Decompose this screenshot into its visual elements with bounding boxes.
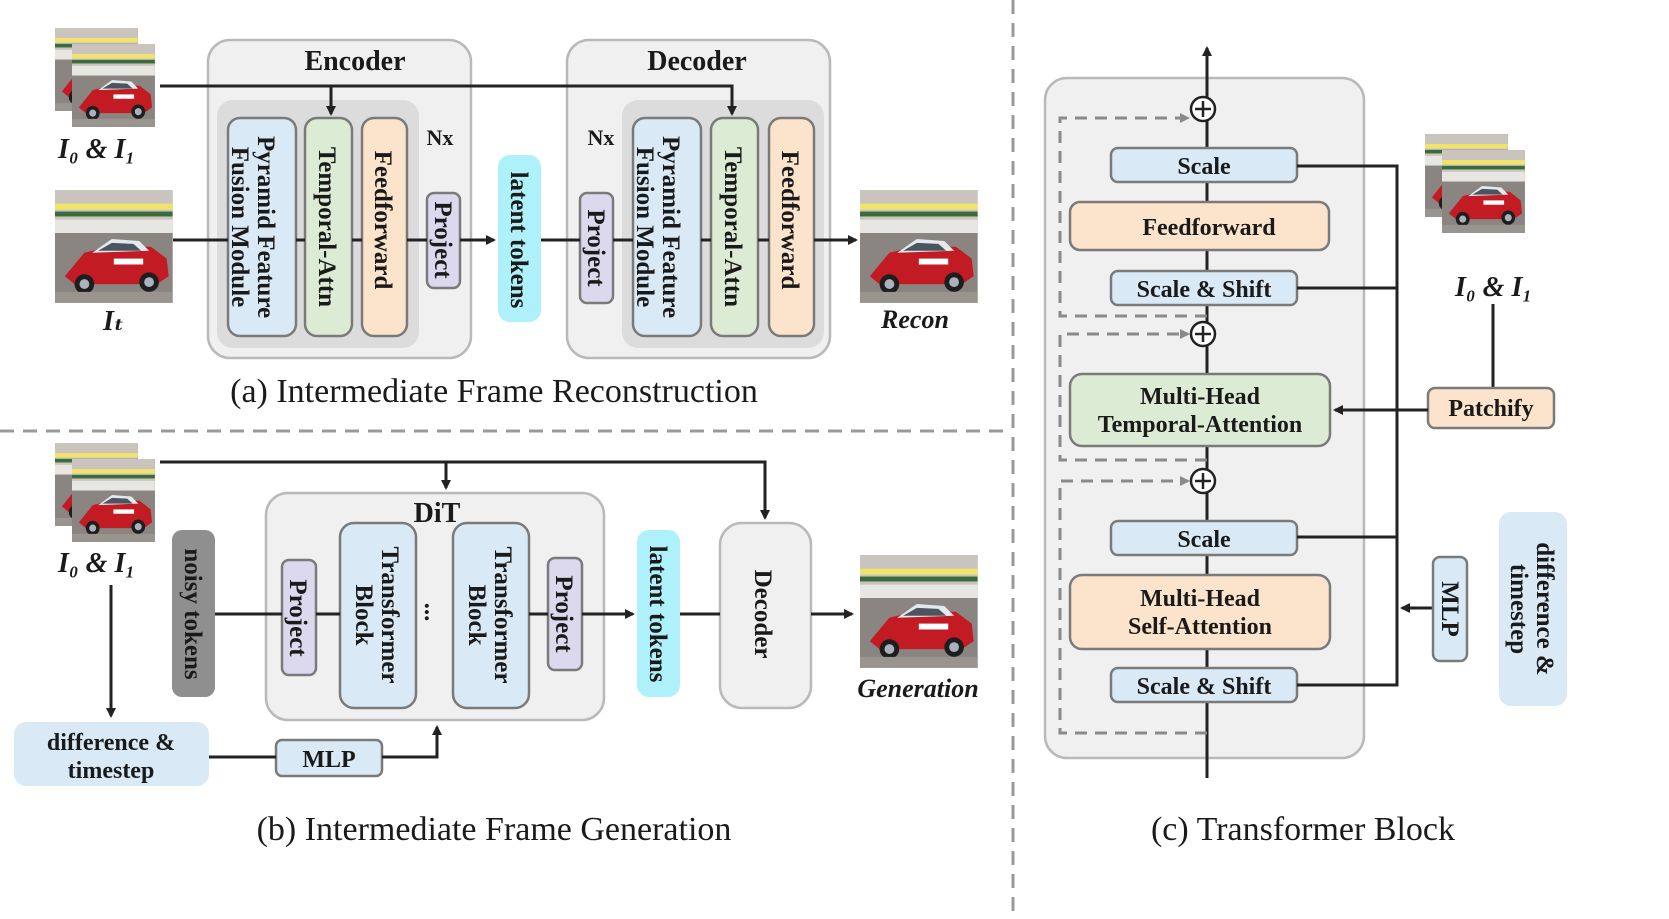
mhsa-line1: Multi-Head xyxy=(1140,586,1261,612)
decoder-title: Decoder xyxy=(647,46,747,77)
input-pair-label: I₀ & I₁ xyxy=(57,134,135,165)
pyramid-line1: Pyramid Feature xyxy=(252,136,279,318)
dit-title: DiT xyxy=(414,498,461,529)
decoder-temporal-attn-block xyxy=(709,116,760,338)
transformer-block-2-line2: Block xyxy=(463,584,490,645)
decoder-project-label: Project xyxy=(582,209,609,287)
mlp-c-label: MLP xyxy=(1436,581,1463,637)
decoder-project-block xyxy=(578,191,615,305)
feedforward-label: Feedforward xyxy=(369,151,396,290)
input-pair-image-b xyxy=(55,443,155,542)
generation-output-image xyxy=(860,555,978,668)
input-t-label: Iₜ xyxy=(102,306,124,337)
condition-b-line2: timestep xyxy=(68,758,155,784)
decoder-pyramid-line2: Fusion Module xyxy=(631,147,658,307)
patchify-block xyxy=(1426,386,1556,430)
decoder-feedforward-label: Feedforward xyxy=(776,151,803,290)
scale-bottom-label: Scale xyxy=(1177,527,1231,553)
latent-tokens-a-label: latent tokens xyxy=(505,172,532,309)
panel-b: I₀ & I₁ noisy tokens DiT Project Transfo… xyxy=(14,443,979,848)
latent-tokens-a xyxy=(498,155,541,322)
encoder-project-label: Project xyxy=(429,201,456,279)
decoder-pyramid-fusion-module xyxy=(631,116,703,338)
modulation-lines xyxy=(1297,164,1433,687)
transformer-block-1-line1: Transformer xyxy=(376,547,403,684)
mlp-b-label: MLP xyxy=(302,747,355,773)
temporal-attn-block xyxy=(303,116,354,338)
recon-label: Recon xyxy=(880,305,949,334)
circled-plus-icon xyxy=(1189,320,1217,348)
condition-c-line2: timestep xyxy=(1505,564,1532,654)
decoder-pyramid-line1: Pyramid Feature xyxy=(657,136,684,318)
mhta-line1: Multi-Head xyxy=(1140,384,1261,410)
patchify-label: Patchify xyxy=(1448,396,1533,422)
mhsa-line2: Self-Attention xyxy=(1128,614,1272,640)
encoder-nx-label: Nx xyxy=(427,125,454,150)
multi-head-self-attention xyxy=(1068,573,1332,651)
input-pair-label-b: I₀ & I₁ xyxy=(57,548,135,579)
multi-head-temporal-attention xyxy=(1068,372,1332,448)
pyramid-fusion-module xyxy=(226,116,298,338)
dit-project-in-label: Project xyxy=(284,579,311,657)
transformer-block-1-line2: Block xyxy=(350,584,377,645)
decoder-temporal-attn-label: Temporal-Attn xyxy=(719,147,746,307)
latent-tokens-b-label: latent tokens xyxy=(644,546,671,683)
circled-plus-icon xyxy=(1189,467,1217,495)
pyramid-line2: Fusion Module xyxy=(226,147,253,307)
input-pair-label-c: I₀ & I₁ xyxy=(1454,272,1532,303)
noisy-tokens-label: noisy tokens xyxy=(179,548,206,680)
scale-top-label: Scale xyxy=(1177,154,1231,180)
caption-a: (a) Intermediate Frame Reconstruction xyxy=(230,373,758,410)
input-t-image xyxy=(55,190,173,303)
feedforward-c xyxy=(1068,200,1331,252)
condition-c-line1: difference & xyxy=(1531,542,1558,676)
input-pair-image-c xyxy=(1425,134,1525,233)
feedforward-block xyxy=(360,116,409,338)
panel-a-arrows xyxy=(160,84,858,245)
panel-a: I₀ & I₁ Iₜ Encoder Nx Pyramid Feature Fu… xyxy=(55,28,978,410)
transformer-block-2-line1: Transformer xyxy=(489,547,516,684)
decoder-feedforward-block xyxy=(767,116,816,338)
caption-c: (c) Transformer Block xyxy=(1151,811,1455,848)
decoder-nx-label: Nx xyxy=(588,125,615,150)
mhta-line2: Temporal-Attention xyxy=(1098,412,1302,438)
dit-project-out-label: Project xyxy=(550,575,577,653)
condition-box-c xyxy=(1499,512,1567,706)
mlp-c xyxy=(1431,555,1469,663)
recon-output-image xyxy=(860,190,978,303)
condition-b-line1: difference & xyxy=(47,730,175,756)
scale-shift-bottom-label: Scale & Shift xyxy=(1137,674,1272,700)
condition-box-b xyxy=(14,722,209,786)
latent-tokens-b xyxy=(637,530,680,697)
input-pair-image xyxy=(55,28,155,127)
circled-plus-icon xyxy=(1189,95,1217,123)
residual-paths xyxy=(1058,113,1207,735)
caption-b: (b) Intermediate Frame Generation xyxy=(257,811,732,848)
generation-label: Generation xyxy=(857,674,978,703)
feedforward-c-label: Feedforward xyxy=(1142,215,1276,241)
temporal-attn-label: Temporal-Attn xyxy=(313,147,340,307)
panel-b-arrows xyxy=(106,460,854,759)
decoder-b-label: Decoder xyxy=(749,570,776,659)
scale-shift-top-label: Scale & Shift xyxy=(1137,277,1272,303)
encoder-title: Encoder xyxy=(304,46,405,77)
dit-project-in xyxy=(280,558,318,677)
panel-c: Scale Feedforward Scale & Shift Multi-He… xyxy=(1043,46,1567,848)
noisy-tokens xyxy=(172,530,215,697)
ellipsis: ... xyxy=(419,603,446,622)
